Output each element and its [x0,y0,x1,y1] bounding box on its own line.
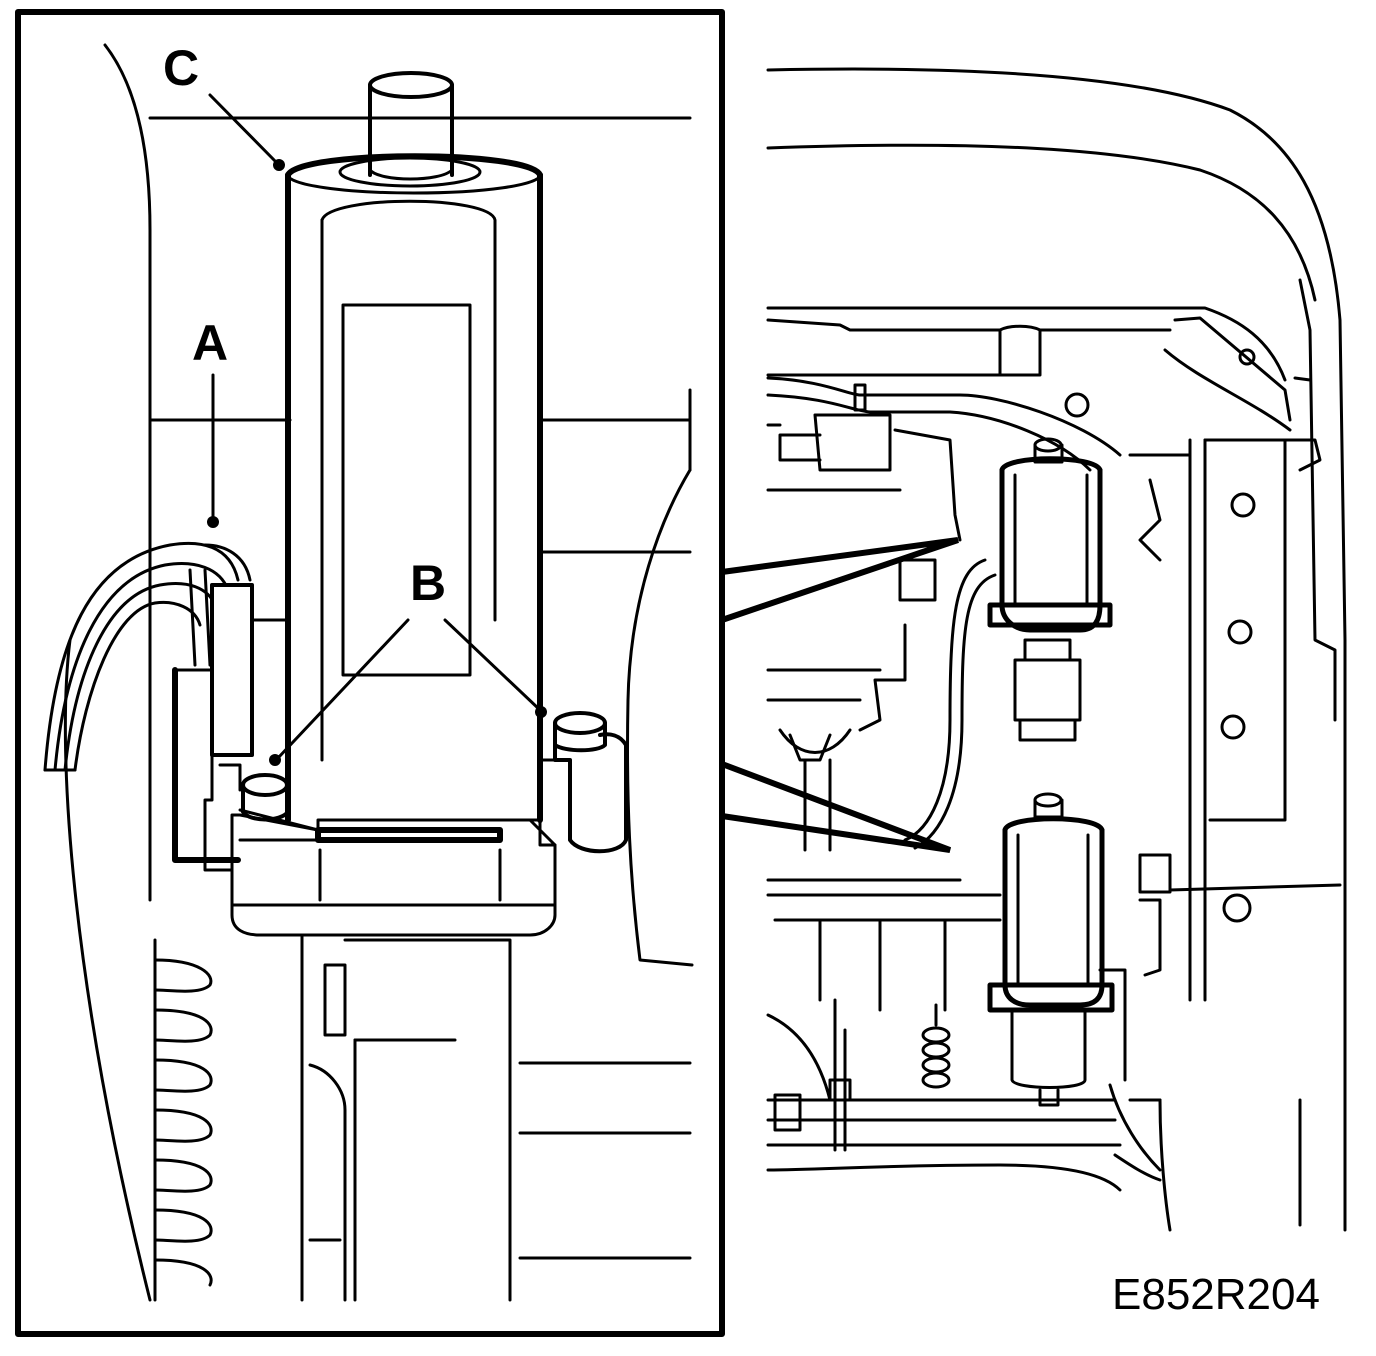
body-panel-curve [105,45,150,900]
wiring-harness [45,543,285,870]
callout-leaders [210,95,540,758]
callout-label-c: C [163,40,199,96]
coil-spring [155,940,211,1300]
lower-bracket [302,935,510,1300]
small-spring [923,1005,949,1087]
callout-label-b: B [410,555,446,611]
zoom-indicators [722,540,958,850]
figure-reference-code: E852R204 [1112,1270,1320,1319]
detail-panel [18,12,722,1334]
callout-label-a: A [192,315,228,371]
detail-frame [18,12,722,1334]
wheel-arch-curve [65,640,150,1300]
callout-c-dot [273,159,285,171]
callout-b-dot-left [269,754,281,766]
lower-accumulator [990,794,1112,1105]
upper-accumulator [990,439,1110,740]
mounting-flange [232,713,626,935]
overview-view [768,69,1345,1230]
callout-b-dot-right [535,706,547,718]
callout-a-dot [207,516,219,528]
